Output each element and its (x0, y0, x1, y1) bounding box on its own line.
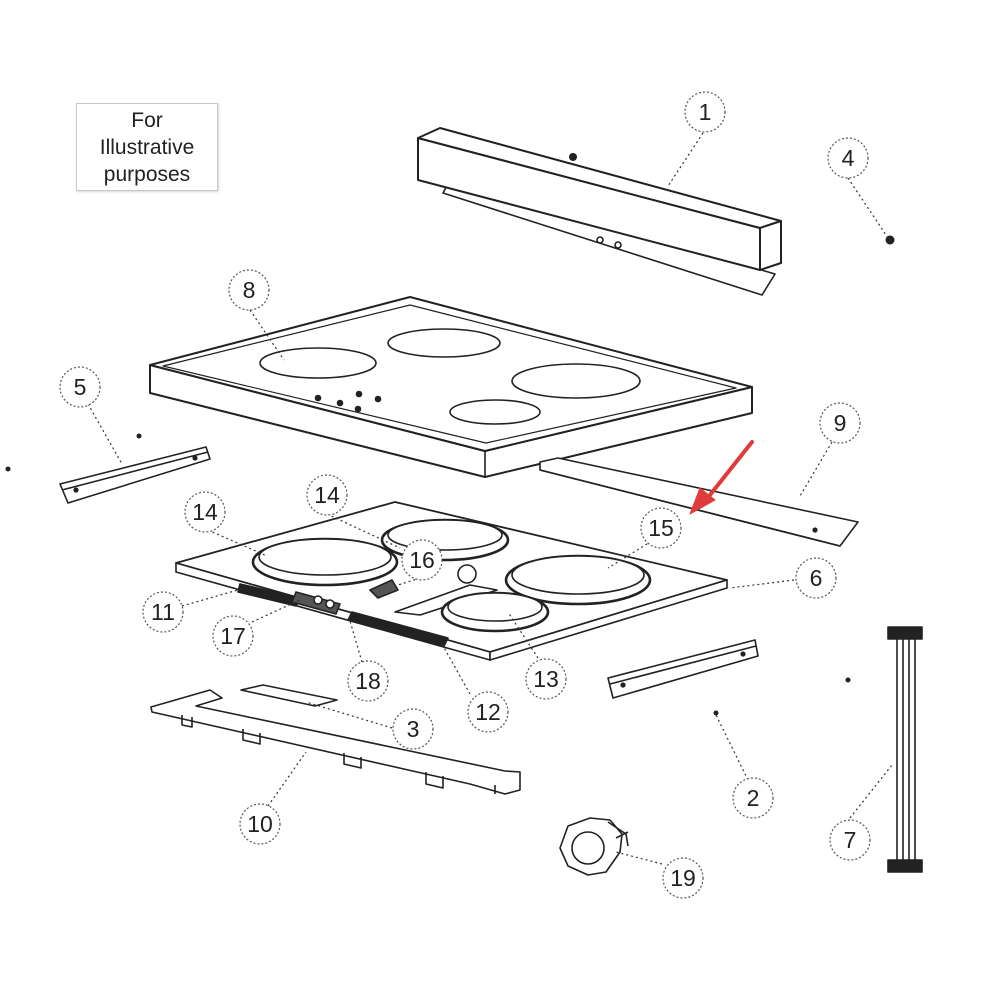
callout-12: 12 (467, 691, 509, 733)
part-14-element-rear (380, 518, 510, 562)
note-line-3: purposes (103, 162, 191, 186)
callout-2: 2 (732, 777, 774, 819)
part-14-element-left (251, 537, 399, 587)
callout-14: 14 (184, 491, 226, 533)
callout-label: 6 (810, 565, 823, 591)
callout-1: 1 (684, 91, 726, 133)
switch-assembly (237, 579, 449, 647)
callout-3: 3 (392, 708, 434, 750)
callout-5: 5 (59, 366, 101, 408)
callout-circle (827, 137, 869, 179)
callout-label: 19 (670, 865, 696, 891)
part-5-bracket (59, 446, 211, 504)
callout-label: 14 (192, 499, 218, 525)
part-1-backguard (417, 127, 782, 296)
callout-label: 16 (409, 547, 435, 573)
callout-circle (467, 691, 509, 733)
callout-16: 16 (401, 539, 443, 581)
illustrative-note: For Illustrative purposes (76, 103, 218, 191)
callout-label: 2 (747, 785, 760, 811)
callout-circle (662, 857, 704, 899)
callout-circle (684, 91, 726, 133)
callout-label: 12 (475, 699, 501, 725)
callout-label: 18 (355, 668, 381, 694)
part-7-side-trim (887, 626, 923, 873)
callout-4: 4 (827, 137, 869, 179)
callout-label: 17 (220, 623, 246, 649)
callout-label: 5 (74, 374, 87, 400)
screw-dot (5, 466, 11, 472)
callout-11: 11 (142, 591, 184, 633)
callout-circle (306, 474, 348, 516)
screw-dot (569, 153, 577, 161)
callout-circle (795, 557, 837, 599)
callout-14: 14 (306, 474, 348, 516)
highlight-arrow (689, 440, 754, 515)
part-2-screw (713, 710, 719, 716)
callout-circle (525, 658, 567, 700)
note-line-1: For (131, 108, 163, 132)
callout-15: 15 (640, 507, 682, 549)
screw-dot (845, 677, 851, 683)
callout-circle (347, 660, 389, 702)
part-19-fan (559, 817, 629, 876)
callout-circle (640, 507, 682, 549)
callout-circle (401, 539, 443, 581)
callout-9: 9 (819, 402, 861, 444)
callout-circle (184, 491, 226, 533)
callout-18: 18 (347, 660, 389, 702)
callout-circle (59, 366, 101, 408)
callout-6: 6 (795, 557, 837, 599)
callout-circle (392, 708, 434, 750)
callout-label: 1 (699, 99, 712, 125)
callout-label: 7 (844, 827, 857, 853)
callout-label: 8 (243, 277, 256, 303)
part-8-glass-cooktop (149, 296, 753, 478)
callout-label: 13 (533, 666, 559, 692)
callout-circle (819, 402, 861, 444)
part-3-label-plate (240, 684, 338, 707)
screw-dot (136, 433, 142, 439)
callout-label: 4 (842, 145, 855, 171)
callout-circle (239, 803, 281, 845)
callout-17: 17 (212, 615, 254, 657)
callout-circle (732, 777, 774, 819)
callout-circle (212, 615, 254, 657)
part-15-element-right (504, 554, 652, 606)
leader-lines (87, 132, 893, 865)
callout-19: 19 (662, 857, 704, 899)
callout-circle (228, 269, 270, 311)
callout-label: 9 (834, 410, 847, 436)
note-line-2: Illustrative (99, 135, 195, 159)
callout-label: 15 (648, 515, 674, 541)
callout-label: 14 (314, 482, 340, 508)
callout-10: 10 (239, 803, 281, 845)
callout-7: 7 (829, 819, 871, 861)
part-10-front-trim (150, 689, 521, 795)
callout-label: 11 (151, 599, 175, 625)
part-13-element-front (440, 591, 550, 633)
callout-label: 3 (407, 716, 420, 742)
callout-circle (829, 819, 871, 861)
callout-13: 13 (525, 658, 567, 700)
callout-8: 8 (228, 269, 270, 311)
bracket-right (607, 639, 759, 699)
callout-circle (142, 591, 184, 633)
callout-label: 10 (247, 811, 273, 837)
